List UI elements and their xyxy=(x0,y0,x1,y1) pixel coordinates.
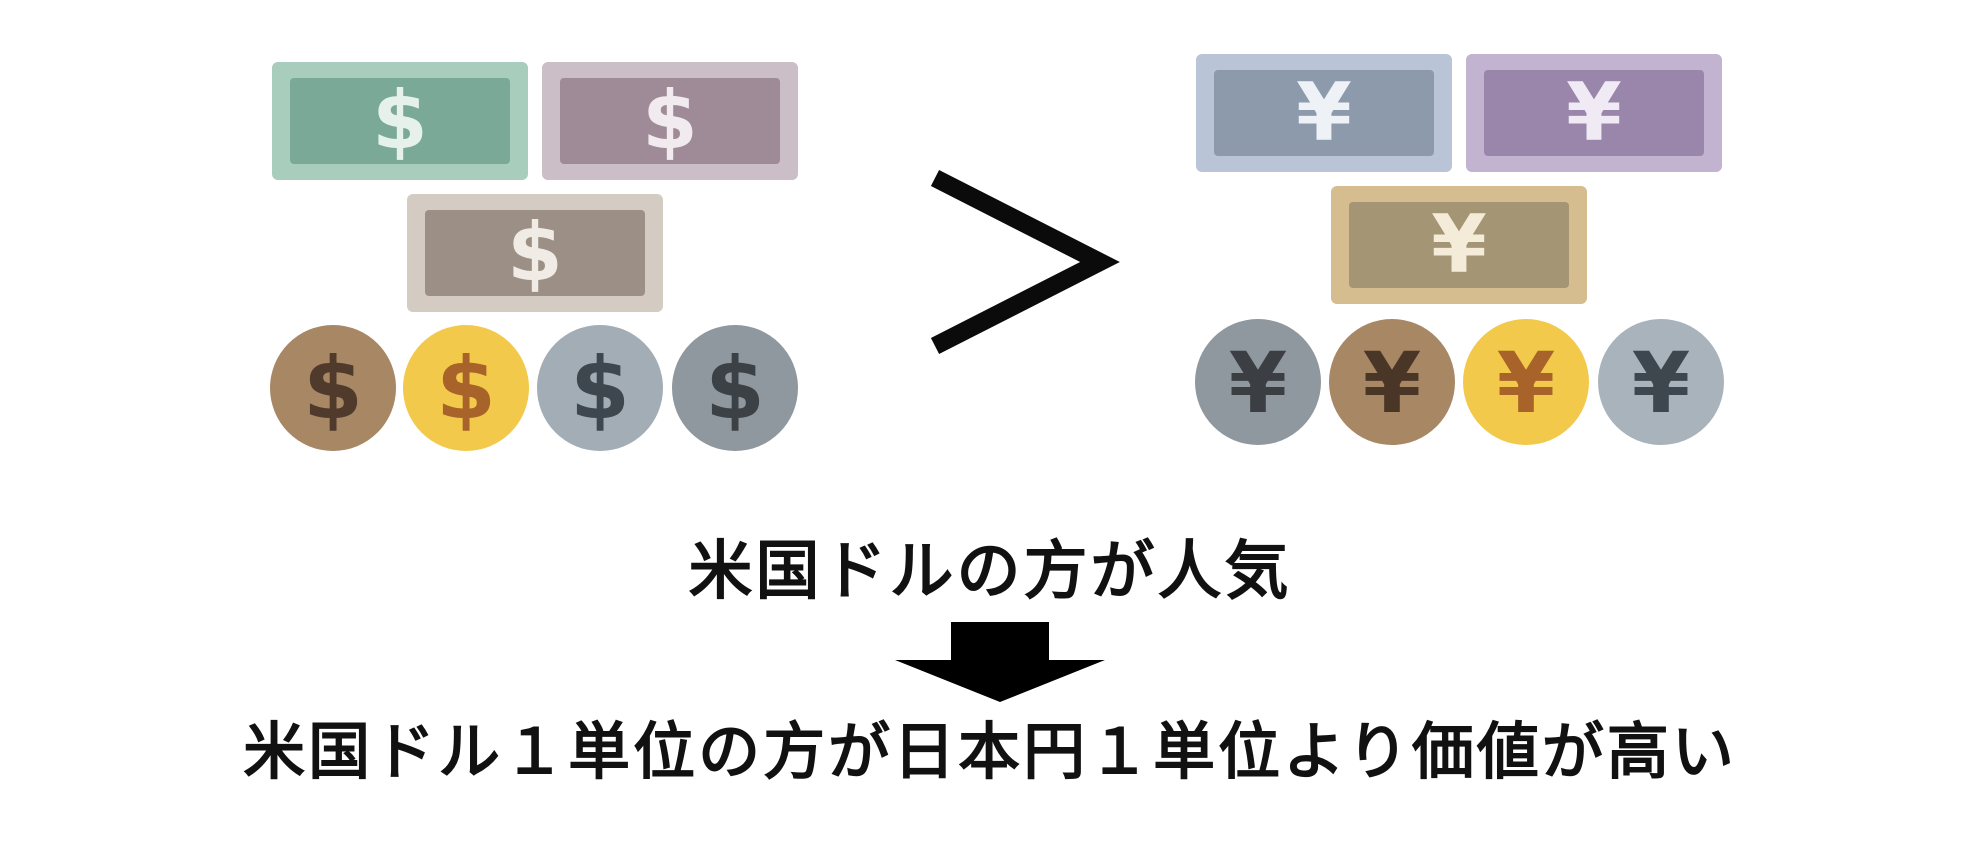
dollar-bill: $ xyxy=(272,62,528,180)
yen-symbol: ¥ xyxy=(1566,66,1622,159)
arrow-down-icon xyxy=(895,622,1105,702)
yen-coin: ¥ xyxy=(1195,319,1321,445)
yen-bill: ¥ xyxy=(1466,54,1722,172)
dollar-group: $ $ $ $ $ xyxy=(270,62,798,451)
yen-bill: ¥ xyxy=(1331,186,1587,304)
yen-bill: ¥ xyxy=(1196,54,1452,172)
caption-value: 米国ドル１単位の方が日本円１単位より価値が高い xyxy=(243,715,1737,788)
dollar-coin: $ xyxy=(537,325,663,451)
dollar-coin: $ xyxy=(672,325,798,451)
yen-symbol: ¥ xyxy=(1229,334,1287,432)
yen-symbol: ¥ xyxy=(1363,334,1421,432)
dollar-coin: $ xyxy=(270,325,396,451)
greater-than-icon xyxy=(930,169,1120,355)
yen-group: ¥ ¥ ¥ ¥ ¥ xyxy=(1195,54,1724,445)
yen-coin: ¥ xyxy=(1463,319,1589,445)
yen-symbol: ¥ xyxy=(1431,198,1487,291)
dollar-symbol: $ xyxy=(642,74,698,167)
dollar-bill: $ xyxy=(407,194,663,312)
yen-symbol: ¥ xyxy=(1497,334,1555,432)
yen-symbol: ¥ xyxy=(1632,334,1690,432)
caption-popularity: 米国ドルの方が人気 xyxy=(688,535,1292,609)
dollar-symbol: $ xyxy=(705,339,765,439)
dollar-bill: $ xyxy=(542,62,798,180)
yen-symbol: ¥ xyxy=(1296,66,1352,159)
yen-coin: ¥ xyxy=(1329,319,1455,445)
dollar-symbol: $ xyxy=(570,339,630,439)
yen-coin: ¥ xyxy=(1598,319,1724,445)
dollar-coin: $ xyxy=(403,325,529,451)
dollar-symbol: $ xyxy=(507,206,563,299)
dollar-symbol: $ xyxy=(372,74,428,167)
dollar-symbol: $ xyxy=(436,339,496,439)
dollar-symbol: $ xyxy=(303,339,363,439)
